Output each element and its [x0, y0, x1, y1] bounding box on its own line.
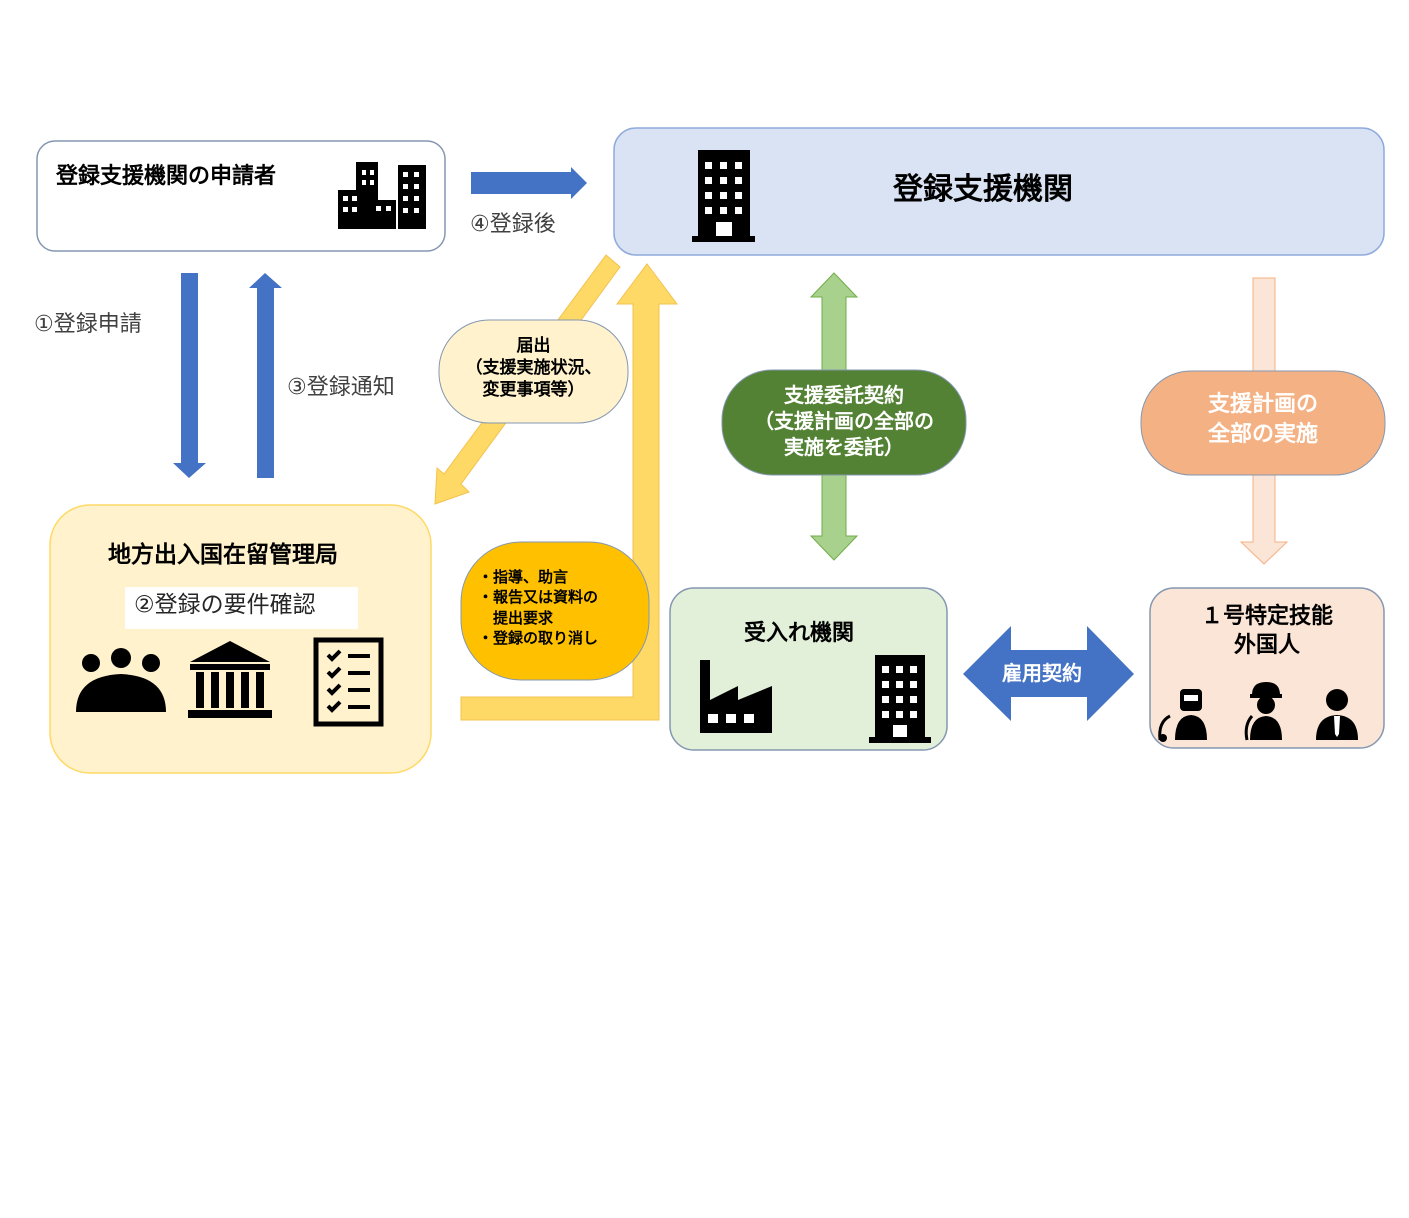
plan-bubble-bg [1140, 370, 1386, 476]
office-buildings-icon [338, 162, 426, 229]
building-icon [692, 150, 755, 242]
apply-arrow [471, 167, 587, 199]
step-apply-label: ①登録申請 [34, 312, 142, 337]
worker-helmet-icon [1244, 682, 1282, 741]
guidance-bubble-bg [460, 541, 650, 681]
welder-icon [1158, 689, 1207, 742]
guidance-arrow [460, 263, 678, 721]
notify-up-arrow [249, 273, 282, 478]
worker-label: １号特定技能 外国人 [1200, 604, 1333, 658]
businessman-icon [1316, 689, 1358, 740]
applicant-label: 登録支援機関の申請者 [56, 164, 277, 189]
step-notify-label: ③登録通知 [287, 375, 395, 400]
report-bubble-label: 届出 （支援実施状況、 変更事項等） [465, 336, 602, 400]
apply-down-arrow [173, 273, 206, 478]
meeting-people-icon [76, 648, 166, 712]
support-org-label: 登録支援機関 [893, 172, 1073, 207]
check-label-bg [125, 587, 358, 629]
employment-arrow [963, 626, 1134, 721]
guidance-bubble-label: ・指導、助言 ・報告又は資料の 提出要求 ・登録の取り消し [478, 568, 599, 647]
step-after-label: ④登録後 [470, 212, 556, 237]
report-bubble-bg [438, 319, 629, 424]
support-org-box [613, 127, 1385, 256]
applicant-box [36, 140, 446, 252]
immigration-label: 地方出入国在留管理局 [108, 542, 338, 568]
employment-label: 雇用契約 [1002, 661, 1082, 685]
plan-bubble-label: 支援計画の 全部の実施 [1207, 392, 1318, 447]
checklist-icon [313, 637, 384, 727]
receiving-building-icon [869, 655, 931, 743]
consign-bubble-bg [721, 369, 967, 476]
check-label: ②登録の要件確認 [134, 592, 316, 618]
worker-box [1149, 587, 1385, 749]
consign-bubble-label: 支援委託契約 （支援計画の全部の 実施を委託） [754, 383, 934, 459]
receiving-label: 受入れ機関 [744, 621, 855, 646]
factory-icon [700, 660, 772, 733]
government-building-icon [188, 641, 272, 718]
